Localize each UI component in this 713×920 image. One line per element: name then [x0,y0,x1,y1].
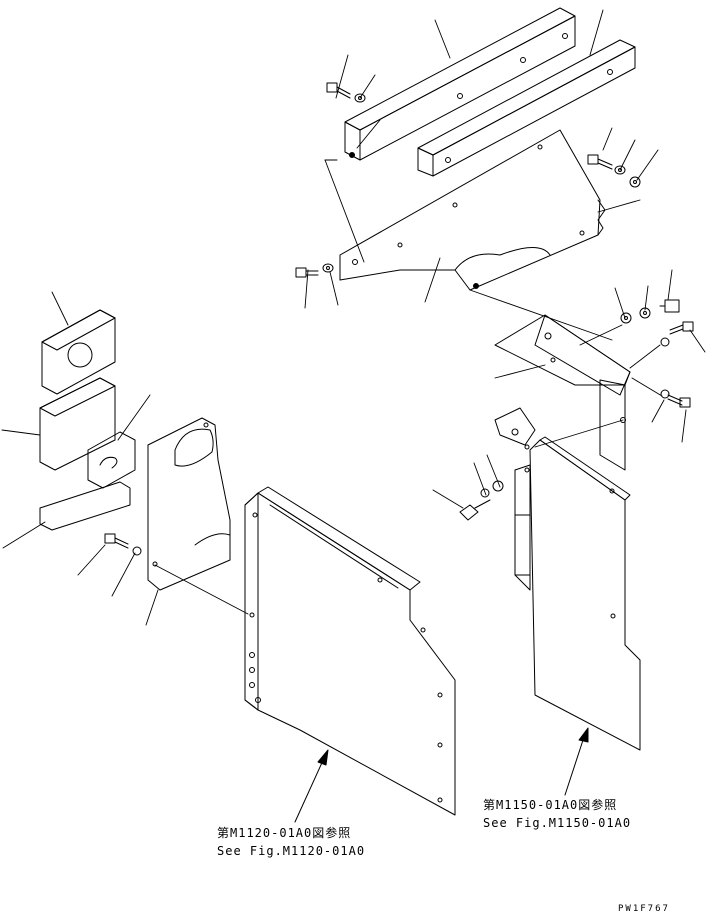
top-angle-bar [417,39,636,177]
right-reference-english: See Fig.M1150-01A0 [483,816,632,830]
drawing-id-label: PW1F767 [618,904,670,914]
top-long-bracket [344,7,576,161]
left-main-panel [244,486,456,816]
right-mounting-bracket [494,314,631,471]
left-gasket-plate [104,417,231,591]
right-bolt-group [620,299,694,408]
middle-cover-plate [339,129,606,291]
left-reference-english: See Fig.M1120-01A0 [217,844,366,858]
top-bolt-group [295,82,641,278]
pad-blocks [39,309,136,531]
right-side-panel [459,407,641,751]
reference-arrows [294,727,589,823]
right-reference-japanese: 第M1150-01A0図参照 [483,798,618,812]
leader-lines [1,9,706,626]
left-reference-japanese: 第M1120-01A0図参照 [217,826,352,840]
